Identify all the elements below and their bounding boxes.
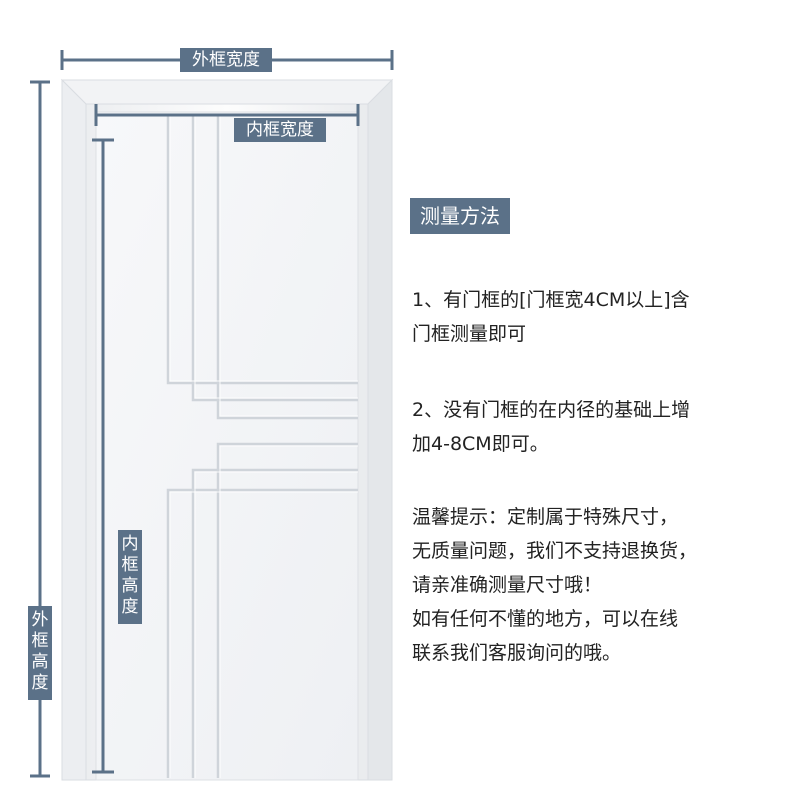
- tip-line-2: 无质量问题，我们不支持退换货，: [412, 540, 698, 562]
- method-item-2-line-1: 2、没有门框的在内径的基础上增: [412, 399, 691, 421]
- tip-line-5: 联系我们客服询问的哦。: [412, 642, 622, 664]
- tip-line-3: 请亲准确测量尺寸哦！: [412, 574, 603, 596]
- outer-width-label: 外框宽度: [180, 48, 272, 72]
- method-item-2-line-2: 加4-8CM即可。: [412, 433, 549, 455]
- outer-height-label: 外框高度: [28, 606, 52, 700]
- inner-width-label: 内框宽度: [234, 118, 326, 142]
- tip-line-4: 如有任何不懂的地方，可以在线: [412, 608, 679, 630]
- door-grooves: [166, 115, 358, 778]
- method-item-1-line-2: 门框测量即可: [412, 323, 527, 345]
- method-item-2: 2、没有门框的在内径的基础上增 加4-8CM即可。: [412, 393, 797, 461]
- inner-height-label: 内框高度: [118, 530, 142, 624]
- method-item-1-line-1: 1、有门框的[门框宽4CM以上]含: [412, 289, 690, 311]
- method-title: 测量方法: [410, 198, 510, 234]
- method-item-1: 1、有门框的[门框宽4CM以上]含 门框测量即可: [412, 283, 797, 351]
- tip-line-1: 温馨提示：定制属于特殊尺寸，: [412, 506, 679, 528]
- tip-block: 温馨提示：定制属于特殊尺寸， 无质量问题，我们不支持退换货， 请亲准确测量尺寸哦…: [412, 500, 797, 670]
